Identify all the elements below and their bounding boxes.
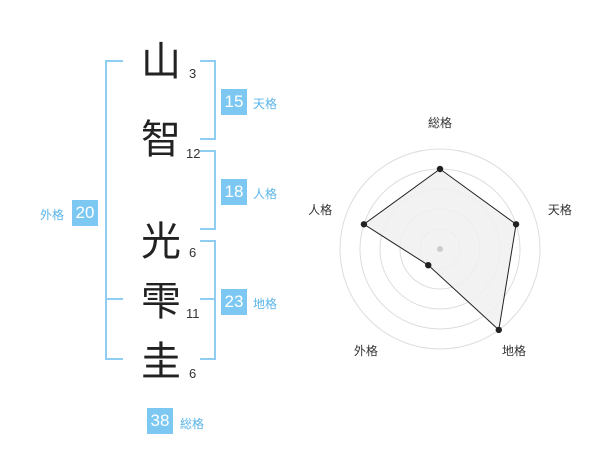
gaikaku-value: 20 <box>72 200 98 226</box>
radar-axis-label-5: 人格 <box>308 202 332 217</box>
radar-axis-label-4: 外格 <box>354 343 378 358</box>
radar-axis-label-2: 天格 <box>548 202 572 217</box>
stroke-count-2: 12 <box>186 146 201 161</box>
radar-center-dot <box>437 246 443 252</box>
jinkaku-label: 人格 <box>253 187 278 201</box>
radar-axis-label-3: 地格 <box>502 343 526 358</box>
radar-point-1 <box>436 165 444 173</box>
chikaku-value: 23 <box>221 289 247 315</box>
tenkaku-bracket <box>200 60 216 140</box>
name-char-2: 智 <box>141 117 181 163</box>
gaikaku-bracket <box>105 60 123 360</box>
name-char-3: 光 <box>141 219 181 265</box>
chikaku-label: 地格 <box>253 297 278 311</box>
radar-point-2 <box>512 221 520 228</box>
radar-ring-5 <box>339 148 541 350</box>
radar-point-5 <box>360 221 368 228</box>
radar-point-3 <box>495 326 502 334</box>
jinkaku-bracket <box>200 150 216 230</box>
stroke-count-5: 6 <box>189 366 197 381</box>
gaikaku-label: 外格 <box>40 208 65 222</box>
chikaku-bracket <box>200 240 216 360</box>
stroke-count-3: 6 <box>189 245 197 260</box>
name-char-4: 雫 <box>141 279 181 325</box>
jinkaku-value: 18 <box>221 179 247 205</box>
tenkaku-value: 15 <box>221 89 247 115</box>
radar-point-4 <box>425 261 432 269</box>
stroke-count-1: 3 <box>189 66 197 81</box>
soukaku-value: 38 <box>147 408 173 434</box>
chikaku-bracket-tick <box>200 298 216 300</box>
radar-axis-label-1: 総格 <box>428 115 452 130</box>
soukaku-label: 総格 <box>180 417 205 431</box>
gaikaku-bracket-tick <box>105 298 123 300</box>
tenkaku-label: 天格 <box>253 97 278 111</box>
name-char-5: 圭 <box>141 339 181 385</box>
name-char-1: 山 <box>141 39 181 85</box>
stroke-count-4: 11 <box>186 306 200 321</box>
